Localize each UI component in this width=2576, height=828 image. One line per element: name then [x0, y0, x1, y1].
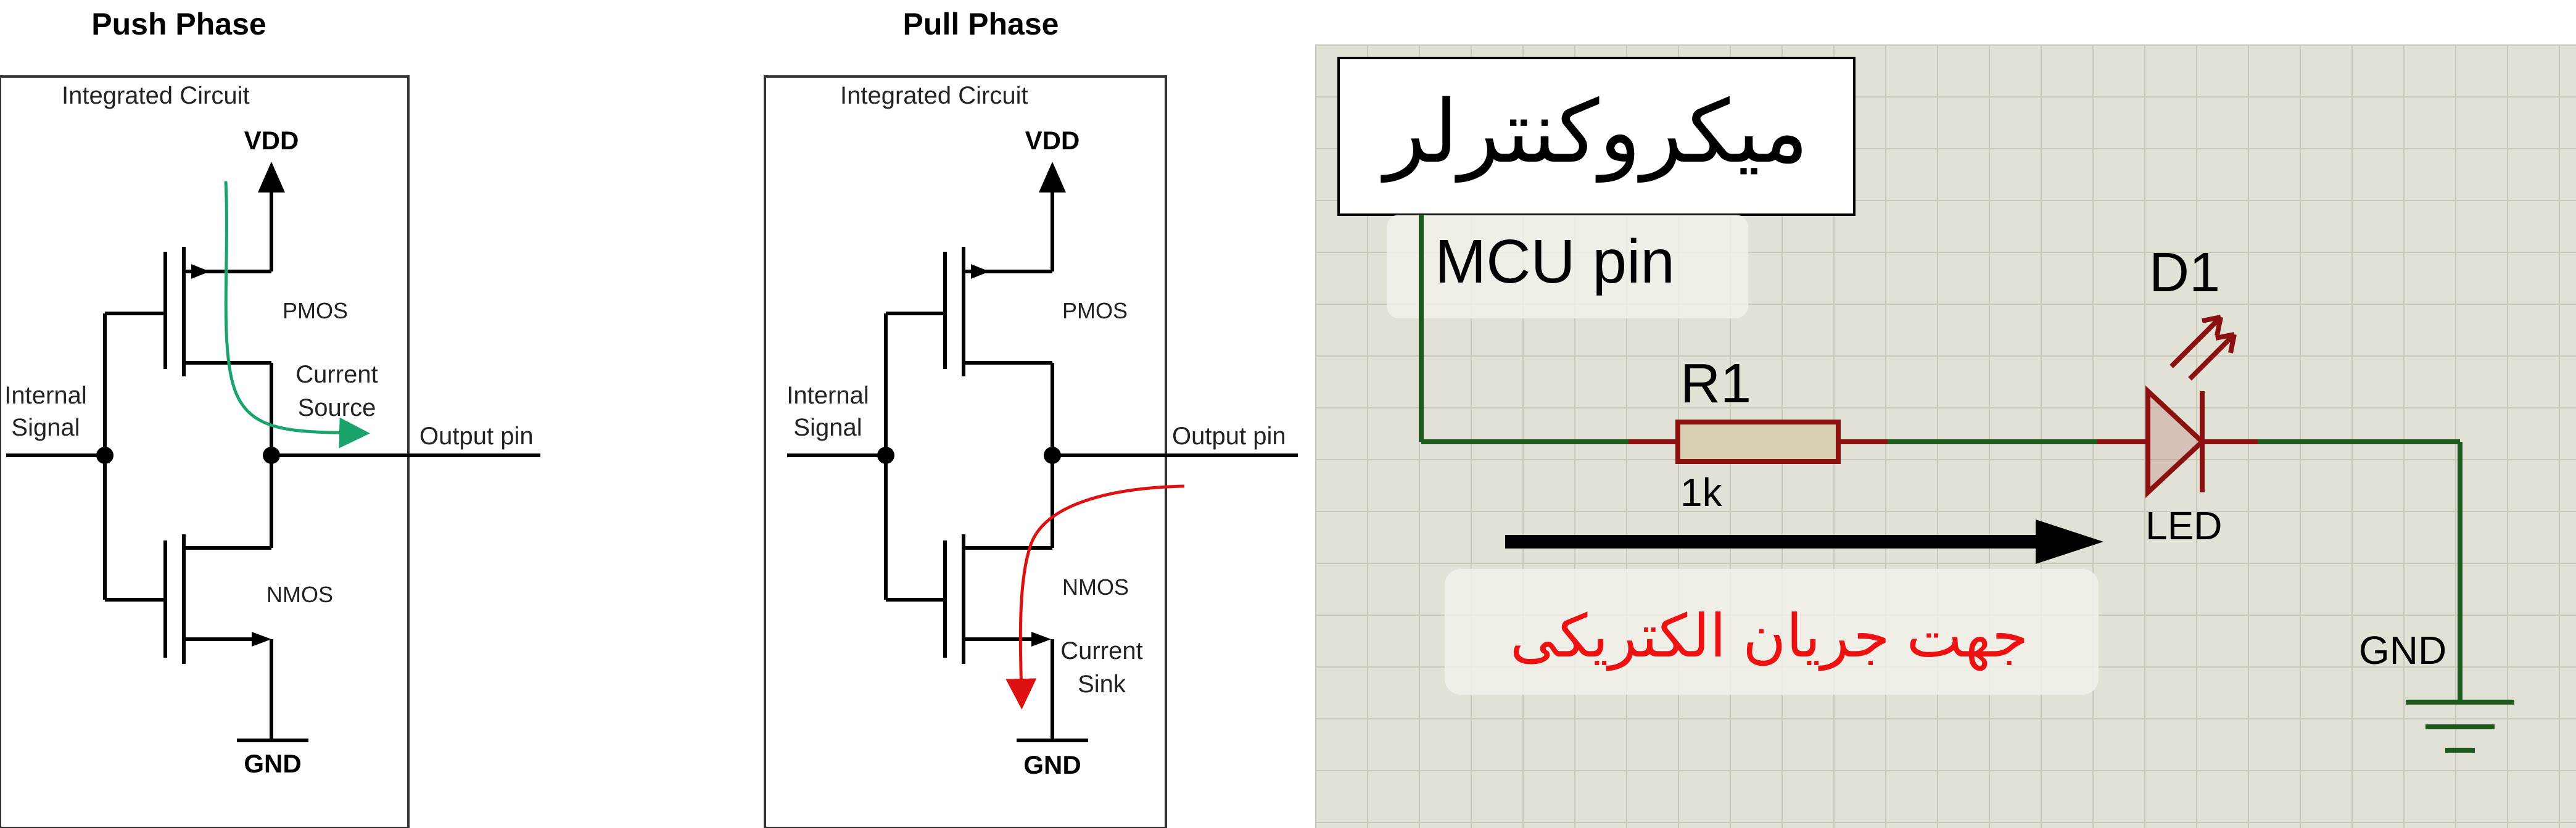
pull-phase-title: Pull Phase: [903, 7, 1059, 41]
pull-input-node: [877, 447, 894, 464]
pull-output-node: [1044, 447, 1061, 464]
push-phase-panel: Push Phase Integrated Circuit VDD PMOS: [0, 7, 540, 828]
push-internal-signal-label-2: Signal: [11, 414, 80, 441]
schematic-wires: [1419, 215, 2462, 702]
pull-pmos-label: PMOS: [1062, 298, 1128, 323]
push-output-pin-label: Output pin: [419, 423, 534, 450]
push-output-node: [263, 447, 280, 464]
pull-current-label-1: Current: [1060, 637, 1142, 664]
pull-nmos-transistor: [886, 455, 1054, 740]
pull-vdd-label: VDD: [1025, 126, 1080, 155]
push-input-node: [96, 447, 114, 464]
push-nmos-transistor: [105, 455, 273, 740]
pull-ic-box: [764, 75, 1167, 828]
ground-symbol: [2406, 700, 2514, 753]
ground-label: GND: [2359, 628, 2446, 673]
mcu-title-box: [1337, 57, 1856, 216]
led-d1-ref: D1: [2149, 242, 2220, 304]
pull-internal-signal-label-1: Internal: [786, 382, 869, 409]
pull-input-wires: [787, 313, 1298, 600]
mcu-pin-label: MCU pin: [1435, 227, 1675, 296]
pull-gnd-label: GND: [1023, 750, 1081, 779]
mcu-title-label: میکروکنترلر: [1381, 83, 1809, 183]
pull-vdd-arrow: [1039, 162, 1066, 271]
push-ic-label: Integrated Circuit: [62, 82, 250, 109]
pull-current-label-2: Sink: [1078, 671, 1126, 698]
pull-phase-panel: Pull Phase Integrated Circuit VDD PMOS: [764, 7, 1298, 828]
current-direction-label: جهت جریان الکتریکی: [1510, 603, 2029, 671]
led-d1-symbol: [2097, 315, 2258, 499]
push-nmos-label: NMOS: [266, 582, 333, 607]
push-pmos-label: PMOS: [283, 298, 348, 323]
push-current-label-1: Current: [295, 361, 378, 388]
pull-output-pin-label: Output pin: [1172, 423, 1286, 450]
push-pmos-transistor: [105, 247, 273, 455]
push-vdd-label: VDD: [244, 126, 299, 155]
push-internal-signal-label-1: Internal: [4, 382, 86, 409]
current-direction-arrow: [1505, 520, 2103, 564]
led-d1-type: LED: [2145, 503, 2223, 548]
pull-current-sink-arrow: [1005, 484, 1185, 710]
push-phase-title: Push Phase: [91, 7, 266, 41]
push-gnd-label: GND: [244, 749, 301, 778]
pull-ic-label: Integrated Circuit: [840, 82, 1028, 109]
pull-internal-signal-label-2: Signal: [793, 414, 862, 441]
pull-pmos-transistor: [886, 247, 1054, 455]
current-direction-label-bg: [1445, 569, 2099, 695]
pull-nmos-label: NMOS: [1062, 574, 1129, 600]
resistor-r1-symbol: [1629, 420, 1888, 464]
schematic-panel: میکروکنترلر MCU pin R1 1k D1: [1315, 44, 2576, 828]
mcu-pin-label-bg: [1387, 215, 1748, 318]
push-vdd-arrow: [258, 162, 285, 271]
push-ic-box: [0, 75, 410, 828]
resistor-r1-value: 1k: [1680, 470, 1723, 515]
push-current-label-2: Source: [298, 394, 376, 421]
resistor-r1-ref: R1: [1680, 353, 1751, 415]
push-current-source-arrow: [224, 181, 370, 449]
